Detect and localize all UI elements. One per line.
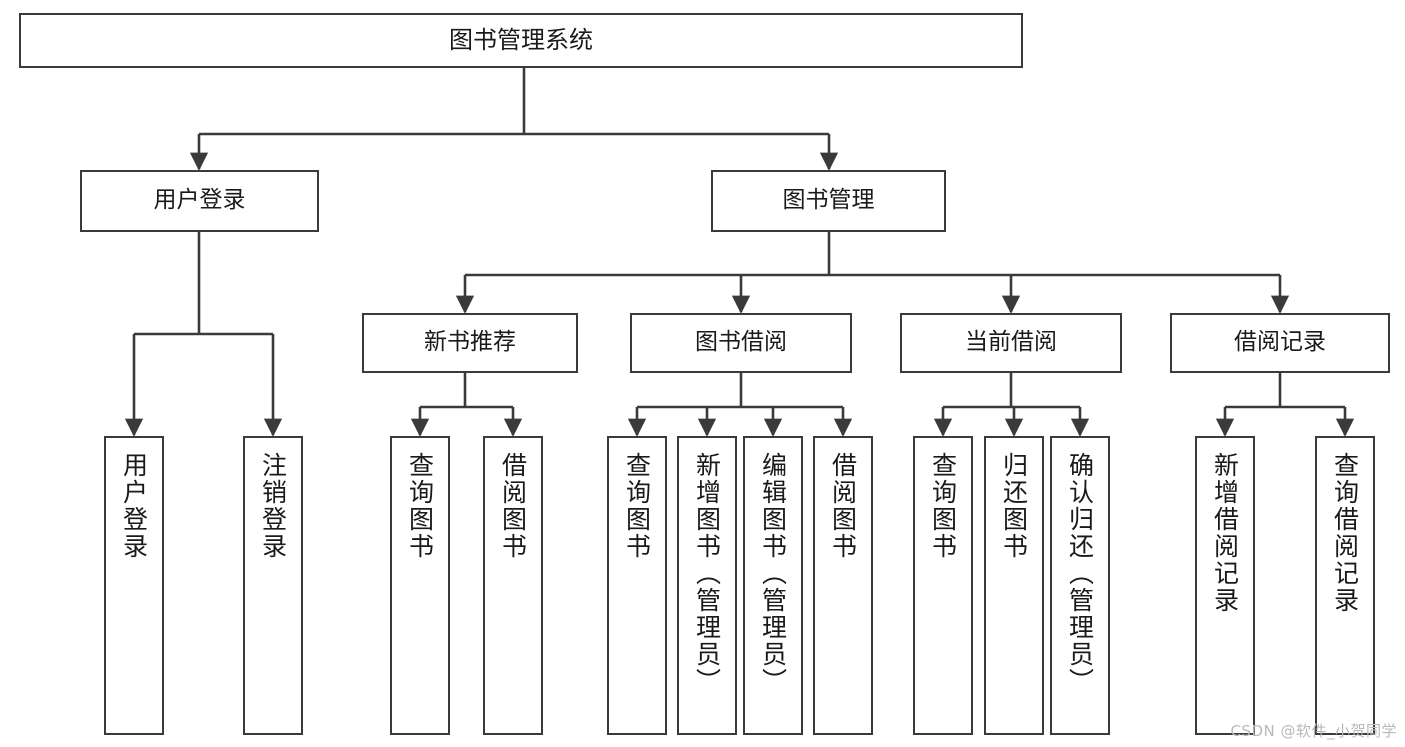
node-leaf-query-record-label: 查询借阅记录	[1330, 452, 1360, 614]
node-leaf-logout-label: 注销登录	[258, 452, 288, 560]
node-new-book-rec[interactable]: 新书推荐	[362, 313, 578, 373]
node-book-borrow-label: 图书借阅	[695, 329, 787, 356]
node-leaf-user-login[interactable]: 用户登录	[104, 436, 164, 735]
node-root[interactable]: 图书管理系统	[19, 13, 1023, 68]
node-leaf-logout[interactable]: 注销登录	[243, 436, 303, 735]
node-user-login-label: 用户登录	[153, 187, 246, 214]
node-leaf-return-book-label: 归还图书	[999, 452, 1029, 560]
node-leaf-query-book-2[interactable]: 查询图书	[607, 436, 667, 735]
node-leaf-query-book-1[interactable]: 查询图书	[390, 436, 450, 735]
node-leaf-borrow-book-1[interactable]: 借阅图书	[483, 436, 543, 735]
node-leaf-add-record[interactable]: 新增借阅记录	[1195, 436, 1255, 735]
node-leaf-query-book-3-label: 查询图书	[928, 452, 958, 560]
node-leaf-confirm-return[interactable]: 确认归还（管理员）	[1050, 436, 1110, 735]
node-new-book-rec-label: 新书推荐	[424, 329, 516, 356]
node-current-borrow-label: 当前借阅	[965, 329, 1057, 356]
node-leaf-user-login-label: 用户登录	[119, 452, 149, 560]
node-book-borrow[interactable]: 图书借阅	[630, 313, 852, 373]
node-leaf-query-record[interactable]: 查询借阅记录	[1315, 436, 1375, 735]
node-book-manage-label: 图书管理	[782, 187, 875, 214]
node-root-label: 图书管理系统	[449, 26, 593, 55]
node-leaf-confirm-return-label: 确认归还（管理员）	[1065, 452, 1095, 695]
node-user-login[interactable]: 用户登录	[80, 170, 319, 232]
node-leaf-query-book-2-label: 查询图书	[622, 452, 652, 560]
node-current-borrow[interactable]: 当前借阅	[900, 313, 1122, 373]
node-leaf-query-book-1-label: 查询图书	[405, 452, 435, 560]
node-leaf-add-book[interactable]: 新增图书（管理员）	[677, 436, 737, 735]
node-leaf-add-book-label: 新增图书（管理员）	[692, 452, 722, 695]
node-leaf-query-book-3[interactable]: 查询图书	[913, 436, 973, 735]
node-book-manage[interactable]: 图书管理	[711, 170, 946, 232]
node-borrow-record-label: 借阅记录	[1234, 329, 1326, 356]
node-leaf-add-record-label: 新增借阅记录	[1210, 452, 1240, 614]
node-leaf-edit-book-label: 编辑图书（管理员）	[758, 452, 788, 695]
node-leaf-borrow-book-2-label: 借阅图书	[828, 452, 858, 560]
node-leaf-return-book[interactable]: 归还图书	[984, 436, 1044, 735]
node-leaf-edit-book[interactable]: 编辑图书（管理员）	[743, 436, 803, 735]
node-leaf-borrow-book-2[interactable]: 借阅图书	[813, 436, 873, 735]
node-borrow-record[interactable]: 借阅记录	[1170, 313, 1390, 373]
node-leaf-borrow-book-1-label: 借阅图书	[498, 452, 528, 560]
